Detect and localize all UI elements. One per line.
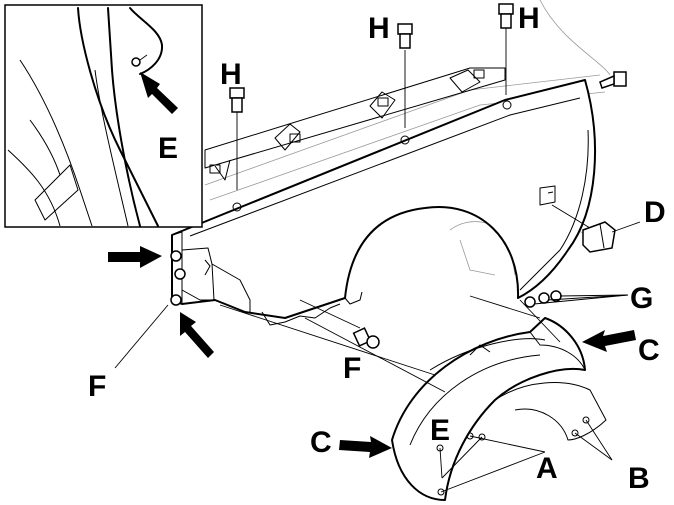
arrow-f-lower: [180, 312, 214, 358]
arrow-c-left: [339, 436, 392, 458]
bolt-h-right: [498, 3, 514, 95]
label-f-mid: F: [343, 352, 361, 385]
inset-detail: [4, 4, 203, 228]
label-a: A: [536, 452, 558, 485]
bolt-top-right: [599, 71, 627, 89]
label-h-center: H: [368, 12, 390, 45]
callout-labels: H H H E F F D G C C E A B: [88, 2, 666, 495]
label-c-right: C: [638, 334, 660, 367]
fender-liner: [391, 317, 607, 501]
label-d: D: [644, 196, 666, 229]
label-c-left: C: [310, 426, 332, 459]
bolts-f-left: [170, 250, 186, 306]
label-h-left: H: [220, 58, 242, 91]
label-h-right: H: [518, 2, 540, 35]
fasteners-g: [524, 290, 562, 308]
bolt-h-center: [397, 23, 413, 128]
label-g: G: [630, 282, 653, 315]
label-f-left: F: [88, 370, 106, 403]
label-b: B: [628, 462, 650, 495]
label-e-inset: E: [158, 132, 178, 165]
callout-pointers: [114, 221, 641, 493]
arrow-c-right: [582, 330, 636, 352]
arrows: [108, 72, 636, 458]
side-marker-lamp: [551, 204, 616, 253]
front-fender: [171, 79, 596, 326]
arrow-f-upper: [108, 246, 162, 268]
bolt-f-mid: [299, 299, 380, 349]
engine-bay-rail: [204, 67, 506, 181]
label-e-liner: E: [430, 414, 450, 447]
bolt-h-left: [229, 87, 245, 190]
explode-lines: [219, 295, 561, 393]
arrow-e-inset: [140, 72, 178, 114]
